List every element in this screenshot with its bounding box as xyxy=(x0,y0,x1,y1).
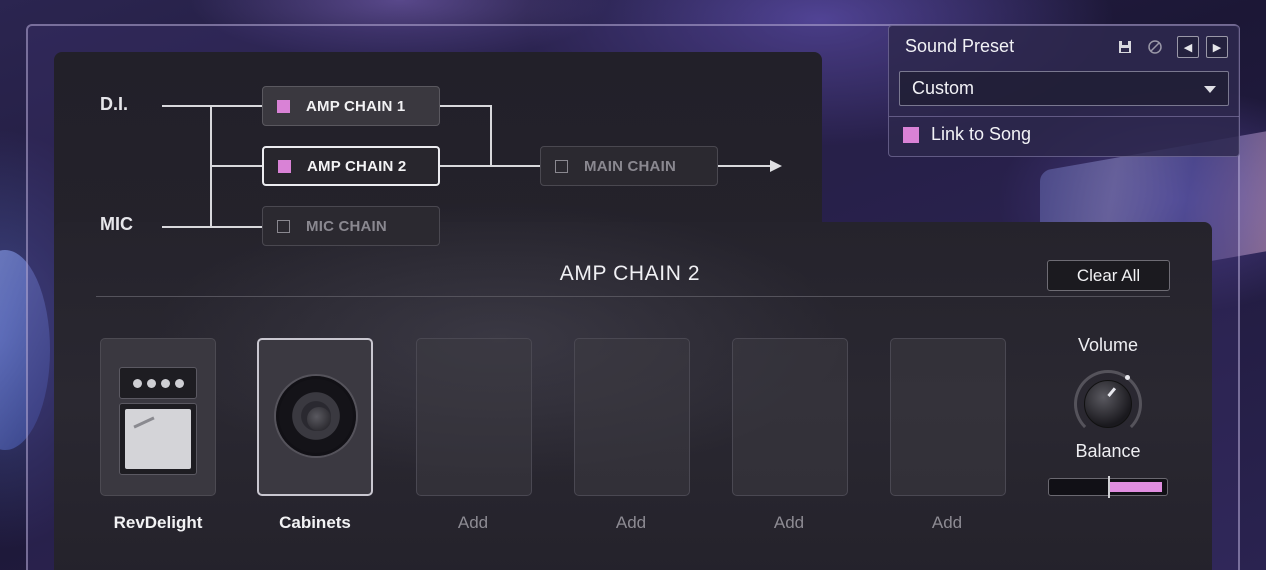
mic-chain-checkbox[interactable] xyxy=(277,219,290,233)
main-chain-label: MAIN CHAIN xyxy=(584,157,676,175)
amp-chain-1-checkbox[interactable] xyxy=(277,99,290,113)
slot-amp[interactable] xyxy=(100,338,216,496)
slot-cabinet[interactable] xyxy=(257,338,373,496)
amp-chain-2-button[interactable]: AMP CHAIN 2 xyxy=(262,146,440,186)
mic-chain-label: MIC CHAIN xyxy=(306,217,387,235)
slot-empty[interactable] xyxy=(890,338,1006,496)
balance-fill xyxy=(1109,482,1162,492)
link-to-song-checkbox[interactable] xyxy=(903,126,919,143)
preset-dropdown[interactable]: Custom xyxy=(899,71,1229,106)
divider xyxy=(889,116,1239,117)
speaker-icon xyxy=(276,376,356,456)
main-chain-button[interactable]: MAIN CHAIN xyxy=(540,146,718,186)
amp-chain-2-checkbox[interactable] xyxy=(278,159,291,173)
route-line xyxy=(210,105,264,107)
amp-chain-1-button[interactable]: AMP CHAIN 1 xyxy=(262,86,440,126)
route-line xyxy=(162,226,212,228)
link-to-song-label: Link to Song xyxy=(931,124,1032,144)
slot-label: RevDelight xyxy=(113,513,203,532)
slot-add-label[interactable]: Add xyxy=(931,513,963,532)
volume-label: Volume xyxy=(1077,335,1139,355)
source-di-label: D.I. xyxy=(100,94,129,114)
balance-label: Balance xyxy=(1075,441,1141,461)
slot-label: Cabinets xyxy=(279,513,351,532)
balance-slider[interactable] xyxy=(1048,476,1168,498)
chevron-down-icon xyxy=(1204,86,1216,93)
route-line xyxy=(440,165,542,167)
amp-chain-2-label: AMP CHAIN 2 xyxy=(307,157,407,175)
preset-selected-value: Custom xyxy=(912,78,975,98)
balance-center-mark xyxy=(1108,476,1110,498)
next-icon[interactable]: ▶ xyxy=(1206,36,1228,58)
divider xyxy=(96,296,1170,297)
amp-cabinet-icon xyxy=(119,403,197,475)
source-mic-label: MIC xyxy=(100,214,133,234)
mic-chain-button[interactable]: MIC CHAIN xyxy=(262,206,440,246)
slot-add-label[interactable]: Add xyxy=(615,513,647,532)
slot-empty[interactable] xyxy=(732,338,848,496)
disable-icon[interactable] xyxy=(1145,37,1165,57)
link-to-song-toggle[interactable]: Link to Song xyxy=(903,124,1031,145)
chain-title: AMP CHAIN 2 xyxy=(559,262,701,285)
route-line xyxy=(440,105,492,107)
main-chain-checkbox[interactable] xyxy=(555,159,568,173)
sound-preset-panel: Sound Preset ◀ ▶ Custom Link to Song xyxy=(888,25,1240,157)
volume-knob[interactable] xyxy=(1074,370,1142,438)
route-line xyxy=(162,105,212,107)
slot-add-label[interactable]: Add xyxy=(457,513,489,532)
slot-empty[interactable] xyxy=(416,338,532,496)
sound-preset-title: Sound Preset xyxy=(905,36,1015,56)
save-icon[interactable] xyxy=(1115,37,1135,57)
slot-empty[interactable] xyxy=(574,338,690,496)
prev-icon[interactable]: ◀ xyxy=(1177,36,1199,58)
amp-head-icon xyxy=(119,367,197,399)
route-line xyxy=(490,105,492,167)
output-arrow-icon xyxy=(770,160,782,172)
clear-all-button[interactable]: Clear All xyxy=(1047,260,1170,291)
slot-add-label[interactable]: Add xyxy=(773,513,805,532)
route-line xyxy=(210,226,264,228)
amp-chain-1-label: AMP CHAIN 1 xyxy=(306,97,406,115)
route-line xyxy=(210,165,264,167)
route-line xyxy=(718,165,772,167)
